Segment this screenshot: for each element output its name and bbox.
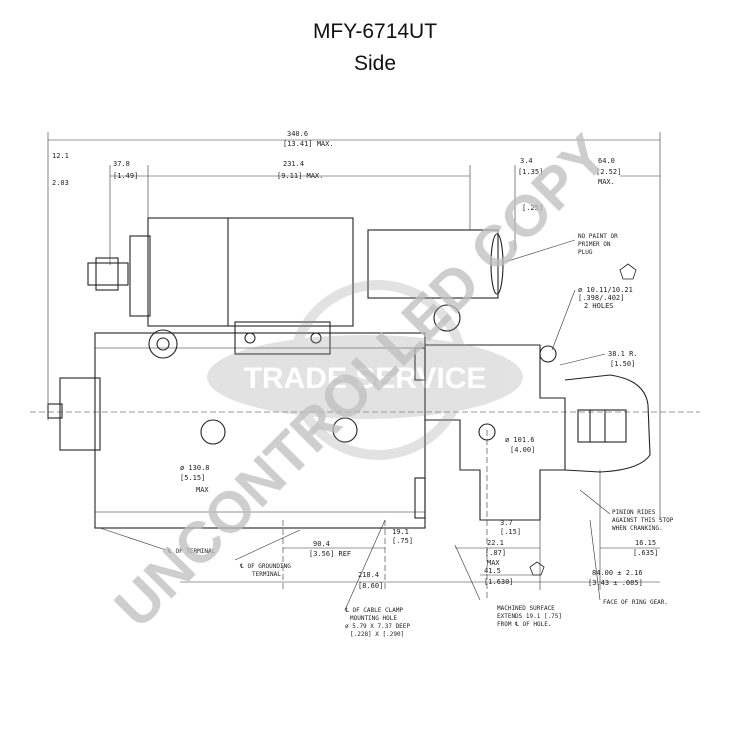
note-pinion-2: AGAINST THIS STOP	[612, 517, 674, 524]
dim-overall: 340.6	[287, 130, 308, 138]
dim-radius-in: [1.50]	[610, 360, 635, 368]
dim-16-in: [.635]	[633, 549, 658, 557]
dim-body-max: MAX	[196, 486, 209, 494]
dim-12b: 2.03	[52, 179, 69, 187]
dim-l25: [.25]	[522, 204, 543, 212]
dim-radius: 38.1 R.	[608, 350, 638, 358]
note-cable-3: ø 5.79 X 7.37 DEEP	[345, 623, 410, 630]
note-ring-gear: FACE OF RING GEAR.	[603, 599, 668, 606]
note-grounding-1: ℄ OF GROUNDING	[239, 563, 291, 570]
pinion-nose	[564, 374, 651, 473]
pentagon-marker	[529, 561, 545, 576]
note-grounding-2: TERMINAL	[252, 571, 281, 578]
dim-19: 19.1	[392, 528, 409, 536]
dim-64-in: [2.52]	[596, 168, 621, 176]
end-cap	[59, 377, 101, 451]
dim-64: 64.0	[598, 157, 615, 165]
page-subtitle: Side	[353, 52, 397, 75]
note-machined-1: MACHINED SURFACE	[497, 605, 555, 612]
dim-3-7-in: [.15]	[500, 528, 521, 536]
dim-3-4: 3.4	[520, 157, 533, 165]
dim-hole-count: 2 HOLES	[584, 302, 614, 310]
solenoid-plunger	[367, 229, 499, 299]
note-no-paint-3: PLUG	[578, 249, 593, 256]
dim-41: 41.5	[484, 567, 501, 575]
note-no-paint-1: NO PAINT OR	[578, 233, 618, 240]
note-cable-4: [.228] X [.290]	[350, 631, 404, 638]
dim-12: 12.1	[52, 152, 69, 160]
dim-64-max: MAX.	[598, 178, 615, 186]
dim-218: 218.4	[358, 571, 379, 579]
dim-84-in: [3.43 ± .085]	[588, 579, 643, 587]
note-pinion-1: PINION RIDES	[612, 509, 656, 516]
dim-19-in: [.75]	[392, 537, 413, 545]
dim-231-in: [9.11] MAX.	[277, 172, 323, 180]
note-machined-2: EXTENDS 19.1 [.75]	[497, 613, 562, 620]
dim-3-4-in: [1.35]	[518, 168, 543, 176]
dim-90: 90.4	[313, 540, 330, 548]
dim-hole-dia: ø 10.11/10.21	[578, 286, 633, 294]
dim-overall-in: [13.41] MAX.	[283, 140, 334, 148]
note-terminal: ℄ OF TERMINAL	[167, 548, 216, 555]
drawing-notes: NO PAINT OR PRIMER ON PLUG PINION RIDES …	[167, 233, 674, 638]
dim-41-in: [1.630]	[484, 578, 514, 586]
dim-hole-dia-in: [.398/.402]	[578, 294, 624, 302]
dim-16: 16.15	[635, 539, 656, 547]
dim-231: 231.4	[283, 160, 304, 168]
dim-body-dia: ø 130.8	[180, 464, 210, 472]
trade-service-logo: TRADE SERVICE	[207, 280, 523, 460]
solenoid-body	[147, 217, 354, 327]
dim-37-in: [1.49]	[113, 172, 138, 180]
note-machined-3: FROM ℄ OF HOLE.	[497, 621, 551, 628]
page-title: MFY-6714UT	[312, 20, 438, 43]
dim-pilot-dia-in: [4.00]	[510, 446, 535, 454]
note-cable-1: ℄ OF CABLE CLAMP	[344, 607, 403, 614]
dim-84: 84.00 ± 2.16	[592, 569, 643, 577]
dim-pilot-dia: ø 101.6	[505, 436, 535, 444]
dim-22-in: [.87]	[485, 549, 506, 557]
motor-body	[94, 332, 426, 529]
dim-37: 37.8	[113, 160, 130, 168]
pentagon-marker	[619, 263, 637, 280]
logo-text: TRADE SERVICE	[244, 362, 487, 395]
note-no-paint-2: PRIMER ON	[578, 241, 611, 248]
dim-3-7: 3.7	[500, 519, 513, 527]
dim-218-in: [8.60]	[358, 582, 383, 590]
terminal-nut	[87, 262, 129, 286]
note-pinion-3: WHEN CRANKING.	[612, 525, 663, 532]
dim-22-max: MAX	[487, 559, 500, 567]
dimension-labels: 340.6 [13.41] MAX. 231.4 [9.11] MAX. 37.…	[52, 130, 658, 590]
uncontrolled-copy-stamp: UNCONTROLLED COPY	[102, 122, 620, 640]
dim-22: 22.1	[487, 539, 504, 547]
dim-90-in: [3.56] REF	[309, 550, 351, 558]
dim-body-dia-in: [5.15]	[180, 474, 205, 482]
note-cable-2: MOUNTING HOLE	[350, 615, 397, 622]
